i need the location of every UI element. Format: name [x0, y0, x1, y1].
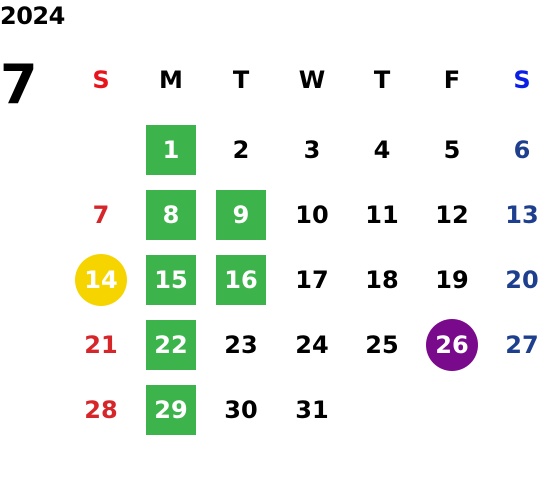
weekday-friday: F: [443, 66, 461, 94]
day-22[interactable]: 22: [146, 320, 196, 370]
day-12[interactable]: 12: [435, 201, 469, 229]
day-13[interactable]: 13: [505, 201, 539, 229]
day-10[interactable]: 10: [295, 201, 329, 229]
month-number: 7: [0, 53, 38, 116]
year-label: 2024: [0, 2, 65, 30]
weekday-sunday: S: [92, 66, 110, 94]
weekday-thursday: T: [373, 66, 391, 94]
weekday-wednesday: W: [298, 66, 326, 94]
day-17[interactable]: 17: [295, 266, 329, 294]
day-31[interactable]: 31: [295, 396, 329, 424]
weekday-tuesday: T: [232, 66, 250, 94]
day-27[interactable]: 27: [505, 331, 539, 359]
day-5[interactable]: 5: [443, 136, 461, 164]
day-28[interactable]: 28: [84, 396, 118, 424]
day-24[interactable]: 24: [295, 331, 329, 359]
day-20[interactable]: 20: [505, 266, 539, 294]
day-26[interactable]: 26: [426, 319, 478, 371]
day-19[interactable]: 19: [435, 266, 469, 294]
day-8[interactable]: 8: [146, 190, 196, 240]
day-30[interactable]: 30: [224, 396, 258, 424]
day-4[interactable]: 4: [373, 136, 391, 164]
day-9[interactable]: 9: [216, 190, 266, 240]
day-18[interactable]: 18: [365, 266, 399, 294]
day-23[interactable]: 23: [224, 331, 258, 359]
day-11[interactable]: 11: [365, 201, 399, 229]
day-1[interactable]: 1: [146, 125, 196, 175]
day-29[interactable]: 29: [146, 385, 196, 435]
day-7[interactable]: 7: [92, 201, 110, 229]
day-15[interactable]: 15: [146, 255, 196, 305]
day-25[interactable]: 25: [365, 331, 399, 359]
day-16[interactable]: 16: [216, 255, 266, 305]
weekday-saturday: S: [513, 66, 531, 94]
day-3[interactable]: 3: [303, 136, 321, 164]
day-14[interactable]: 14: [75, 254, 127, 306]
day-21[interactable]: 21: [84, 331, 118, 359]
weekday-monday: M: [159, 66, 183, 94]
day-6[interactable]: 6: [513, 136, 531, 164]
day-2[interactable]: 2: [232, 136, 250, 164]
